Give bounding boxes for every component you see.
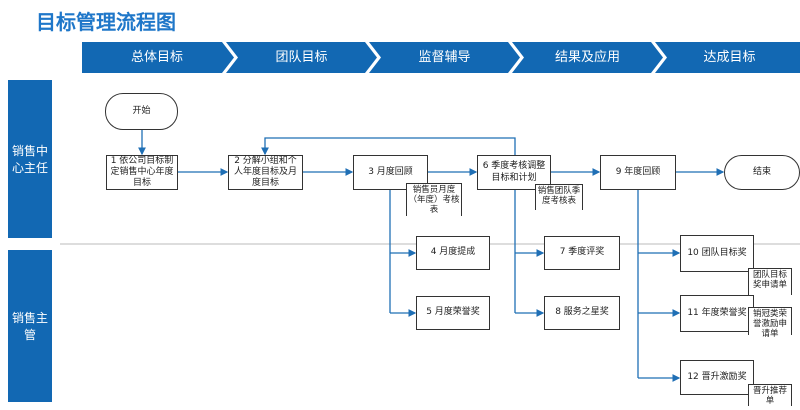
step-8: 8 服务之星奖 xyxy=(544,296,620,330)
document-6: 销售团队季度考核表 xyxy=(535,184,583,210)
document-12: 晋升推荐单 xyxy=(748,384,792,406)
end-node: 结束 xyxy=(724,155,800,190)
phase-chevrons xyxy=(82,42,800,73)
step-2: 2 分解小组和个人年度目标及月度目标 xyxy=(228,155,303,190)
step-10: 10 团队目标奖 xyxy=(680,235,754,272)
document-3: 销售员月度（年度）考核表 xyxy=(406,183,462,216)
step-9: 9 年度回顾 xyxy=(600,155,676,190)
step-12: 12 晋升激励奖 xyxy=(680,360,754,395)
phase-4: 结果及应用 xyxy=(554,50,620,65)
document-11: 销冠类荣誉激励申请单 xyxy=(748,307,792,339)
step-5: 5 月度荣誉奖 xyxy=(416,296,490,330)
start-node: 开始 xyxy=(105,93,178,130)
step-4: 4 月度提成 xyxy=(416,236,490,270)
phase-5: 达成目标 xyxy=(703,50,756,65)
step-1: 1 依公司目标制定销售中心年度目标 xyxy=(106,155,178,190)
phase-3: 监督辅导 xyxy=(418,50,471,65)
lane-supervisor: 销售主管 xyxy=(8,250,52,402)
document-10: 团队目标奖申请单 xyxy=(748,268,792,295)
step-11: 11 年度荣誉奖 xyxy=(680,295,754,332)
step-7: 7 季度评奖 xyxy=(544,236,620,270)
phase-1: 总体目标 xyxy=(130,50,183,65)
phase-2: 团队目标 xyxy=(275,50,328,65)
phase-band: 总体目标 团队目标 监督辅导 结果及应用 达成目标 xyxy=(82,42,800,73)
page-title: 目标管理流程图 xyxy=(36,10,176,34)
lane-director: 销售中心主任 xyxy=(8,80,52,238)
